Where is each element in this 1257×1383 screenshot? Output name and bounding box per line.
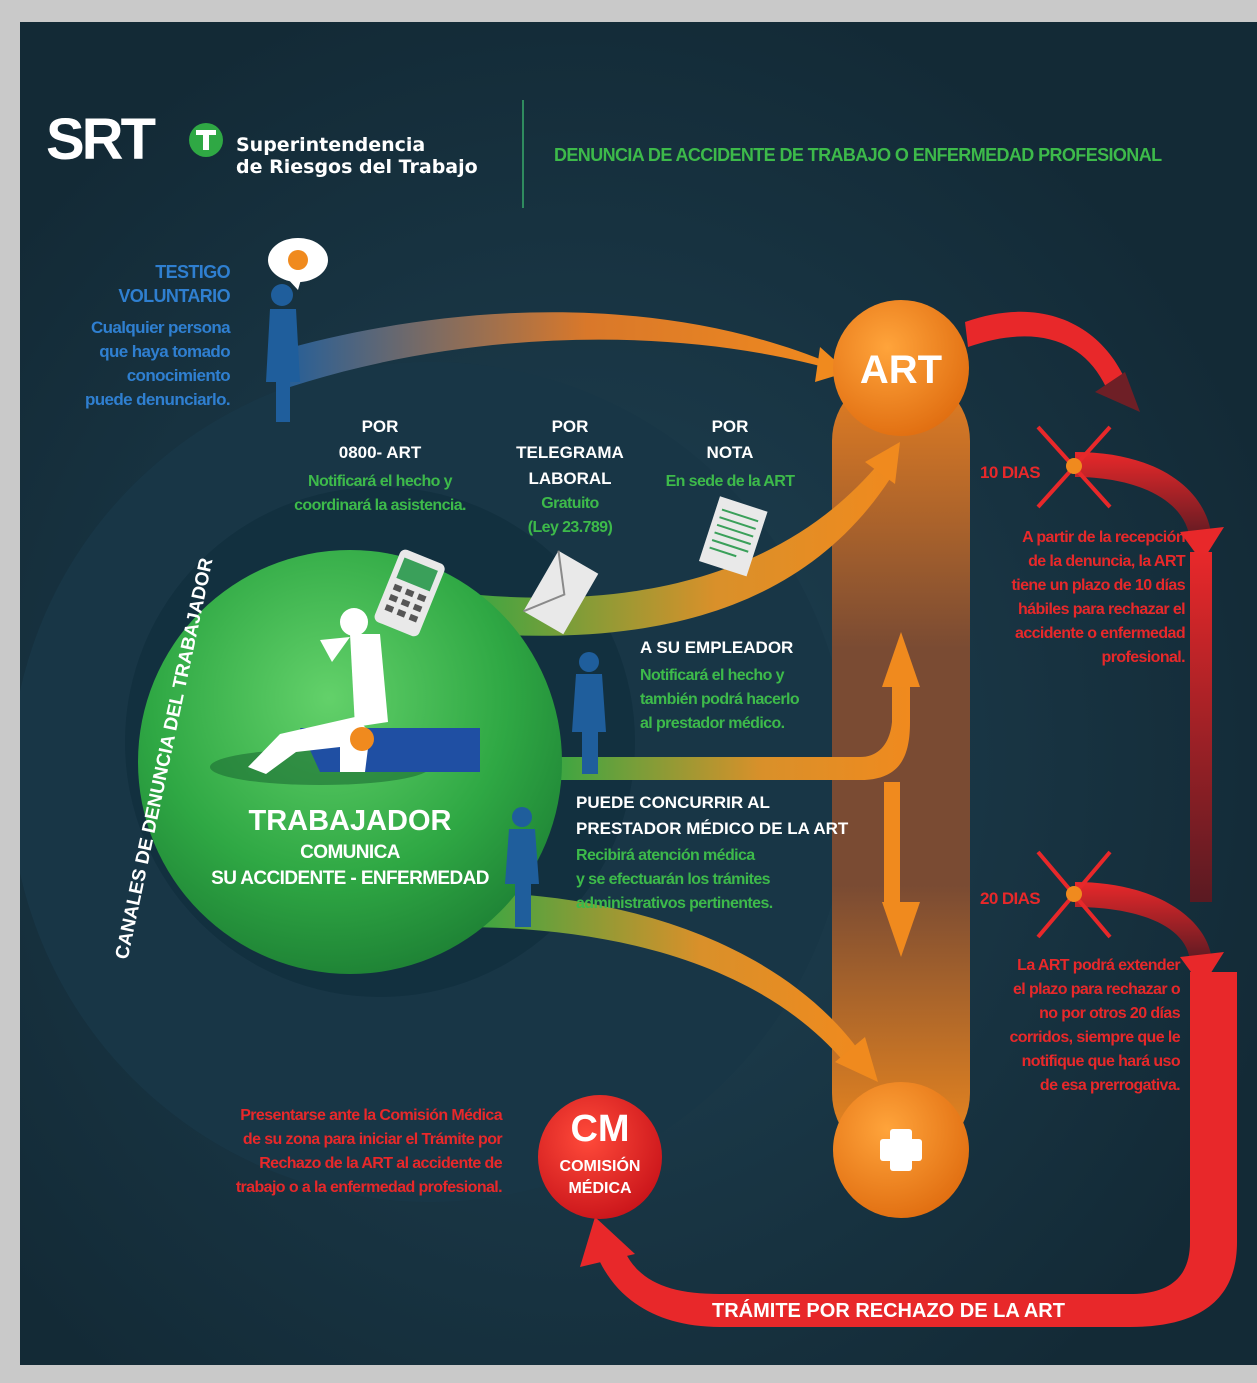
employer-desc-line3: al prestador médico. (640, 715, 785, 732)
speech-bubble-icon (268, 238, 328, 290)
provider-desc-line3: administrativos pertinentes. (576, 895, 773, 912)
provider-desc-line2: y se efectuarán los trámites (576, 871, 771, 888)
employer-title: A SU EMPLEADOR (640, 638, 794, 657)
worker-title: TRABAJADOR (248, 805, 452, 837)
channel-telegram-desc-line1: Gratuito (541, 495, 599, 512)
cm-desc: Presentarse ante la Comisión Médica de s… (170, 1104, 503, 1200)
deadline-10-desc-line3: tiene un plazo de 10 días (1011, 577, 1186, 594)
worker-subtitle-line2: SU ACCIDENTE - ENFERMEDAD (211, 868, 489, 889)
testigo-desc-line2: que haya tomado (99, 342, 230, 361)
deadline-10-desc: A partir de la recepción de la denuncia,… (970, 526, 1186, 670)
channel-phone-title-line1: POR (361, 417, 399, 436)
deadline-20-label: 20 DIAS (980, 889, 1041, 908)
deadline-20-desc-line6: de esa prerrogativa. (1039, 1077, 1181, 1094)
phone-icon (374, 549, 445, 637)
art-circle (833, 300, 969, 436)
provider-title: PUEDE CONCURRIR AL PRESTADOR MÉDICO DE L… (576, 790, 848, 842)
deadline-20-desc-line4: corridos, siempre que le (1009, 1029, 1180, 1046)
channel-telegram-title: POR TELEGRAMA LABORAL (490, 414, 650, 492)
cm-abbr: CM (570, 1108, 630, 1150)
art-label: ART (859, 348, 943, 392)
channel-telegram-title-line3: LABORAL (528, 469, 612, 488)
cm-desc-line1: Presentarse ante la Comisión Médica (240, 1107, 502, 1124)
document-icon (698, 496, 768, 577)
channel-phone-title-line2: 0800- ART (338, 443, 422, 462)
worker-silhouette-icon (210, 608, 480, 785)
deadline-10-cross-icon (1036, 425, 1112, 509)
employer-desc: Notificará el hecho y también podrá hace… (640, 664, 860, 736)
srt-logo-icon (189, 123, 223, 157)
art-red-arrow (965, 311, 1130, 397)
deadline-10-desc-line6: profesional. (1101, 649, 1186, 666)
worker-subtitle: COMUNICA SU ACCIDENTE - ENFERMEDAD (170, 840, 530, 892)
testigo-desc-line1: Cualquier persona (90, 318, 231, 337)
testigo-desc: Cualquier persona que haya tomado conoci… (40, 316, 231, 412)
org-name-line1: Superintendencia (236, 134, 426, 156)
cm-label: COMISIÓN MÉDICA (540, 1156, 660, 1200)
cm-label-line1: COMISIÓN (559, 1158, 641, 1175)
flow-graphics (20, 22, 1257, 1365)
cm-desc-line2: de su zona para iniciar el Trámite por (242, 1131, 503, 1148)
deadline-10-desc-line5: accidente o enfermedad (1015, 625, 1186, 642)
deadline-10-desc-line4: hábiles para rechazar el (1017, 601, 1186, 618)
channel-note-title: POR NOTA (670, 414, 790, 466)
provider-desc-line1: Recibirá atención médica (576, 847, 755, 864)
employer-desc-line1: Notificará el hecho y (640, 667, 785, 684)
deadline-20-cross-icon (1036, 850, 1112, 939)
doctor-person-icon (505, 807, 539, 927)
cm-desc-line4: trabajo o a la enfermedad profesional. (235, 1179, 503, 1196)
deadline-20-desc-line1: La ART podrá extender (1017, 957, 1180, 974)
channel-phone-desc: Notificará el hecho y coordinará la asis… (260, 470, 500, 518)
channel-note-desc: En sede de la ART (665, 473, 795, 490)
testigo-title: TESTIGO VOLUNTARIO (60, 260, 230, 308)
channel-note-title-line2: NOTA (706, 443, 754, 462)
deadline-10-desc-line2: de la denuncia, la ART (1028, 553, 1186, 570)
provider-desc: Recibirá atención médica y se efectuarán… (576, 844, 836, 916)
provider-title-line2: PRESTADOR MÉDICO DE LA ART (576, 819, 849, 838)
channel-phone-desc-line1: Notificará el hecho y (308, 473, 453, 490)
employer-arrow (540, 682, 910, 780)
testigo-person-icon (266, 284, 300, 422)
art-pillar (832, 372, 970, 1162)
envelope-icon (523, 550, 599, 635)
cm-circle (538, 1095, 662, 1219)
channel-phone-desc-line2: coordinará la asistencia. (294, 497, 466, 514)
deadline-20-desc: La ART podrá extender el plazo para rech… (970, 954, 1180, 1098)
channel-telegram-title-line2: TELEGRAMA (516, 443, 624, 462)
channel-note-title-line1: POR (711, 417, 749, 436)
testigo-desc-line4: puede denunciarlo. (84, 390, 231, 409)
deadline-20-desc-line3: no por otros 20 días (1039, 1005, 1181, 1022)
testigo-title-line2: VOLUNTARIO (118, 286, 230, 306)
testigo-desc-line3: conocimiento (126, 366, 231, 385)
medical-cross-icon (880, 1129, 922, 1171)
employer-desc-line2: también podrá hacerlo (640, 691, 800, 708)
employer-person-icon (572, 652, 606, 774)
provider-title-line1: PUEDE CONCURRIR AL (576, 793, 770, 812)
rechazo-arrow-label: TRÁMITE POR RECHAZO DE LA ART (712, 1300, 1065, 1322)
testigo-arrow (275, 312, 842, 387)
header-title: DENUNCIA DE ACCIDENTE DE TRABAJO O ENFER… (554, 145, 1162, 165)
deadline-20-desc-line2: el plazo para rechazar o (1012, 981, 1181, 998)
cm-label-line2: MÉDICA (568, 1180, 632, 1197)
deadline-20-desc-line5: notifique que hará uso (1021, 1053, 1181, 1070)
worker-subtitle-line1: COMUNICA (300, 842, 400, 863)
org-name-line2: de Riesgos del Trabajo (236, 156, 478, 178)
channel-phone-title: POR 0800- ART (290, 414, 470, 466)
testigo-title-line1: TESTIGO (155, 262, 230, 282)
deadline-10-desc-line1: A partir de la recepción (1022, 529, 1185, 546)
channel-telegram-title-line1: POR (551, 417, 589, 436)
channel-telegram-desc: Gratuito (Ley 23.789) (490, 492, 650, 540)
logo-text: SRT (46, 107, 156, 172)
channel-telegram-desc-line2: (Ley 23.789) (527, 519, 613, 536)
cm-desc-line3: Rechazo de la ART al accidente de (259, 1155, 502, 1172)
infographic-panel: SRT Superintendencia de Riesgos del Trab… (20, 22, 1257, 1365)
deadline-10-label: 10 DIAS (980, 463, 1041, 482)
rechazo-arrow (600, 972, 1237, 1327)
